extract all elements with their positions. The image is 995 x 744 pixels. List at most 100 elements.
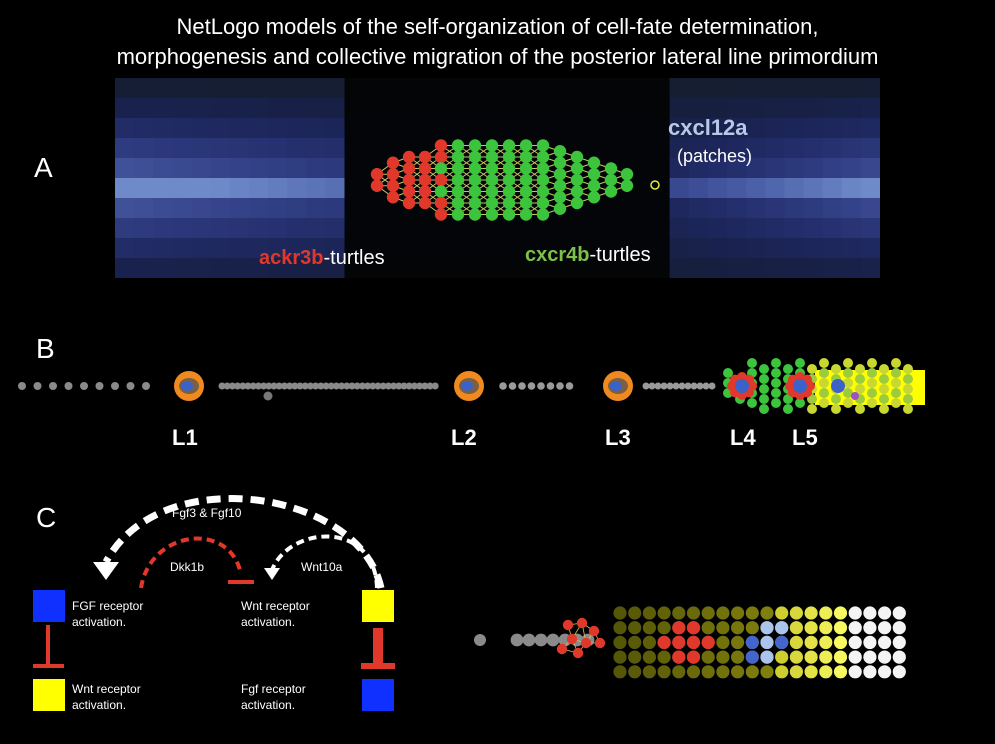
- ackr3b-turtle: [386, 191, 400, 204]
- gradient-patch: [554, 218, 575, 238]
- cxcr4b-turtles-label: cxcr4b-turtles: [525, 244, 651, 267]
- cxcr4b-turtle: [536, 196, 550, 210]
- gradient-patch: [363, 198, 384, 218]
- ackr3b-cell: [672, 621, 686, 635]
- gradient-patch: [650, 178, 671, 198]
- gradient-patch: [669, 178, 690, 198]
- gradient-patch: [210, 238, 231, 258]
- interneuromast-cell: [270, 382, 278, 390]
- primordium-cell: [771, 368, 781, 378]
- grid-patch-cell: [892, 606, 906, 620]
- gradient-patch: [344, 98, 365, 118]
- gradient-patch: [688, 78, 709, 98]
- interneuromast-cell: [95, 382, 104, 390]
- grid-patch-cell: [833, 621, 848, 635]
- title-line-2: morphogenesis and collective migration o…: [116, 44, 879, 69]
- interneuromast-cell: [260, 382, 268, 390]
- grid-patch-cell: [863, 665, 877, 679]
- gradient-patch: [707, 198, 728, 218]
- primordium-cell: [855, 374, 865, 384]
- gradient-patch: [306, 178, 326, 198]
- cxcr4b-turtle: [553, 191, 567, 204]
- ackr3b-suffix: -turtles: [323, 247, 385, 269]
- gradient-patch: [363, 78, 384, 98]
- gradient-patch: [688, 98, 709, 118]
- gradient-patch: [306, 98, 326, 118]
- gradient-patch: [593, 238, 613, 258]
- trailing-red-cell: [562, 619, 574, 631]
- gradient-patch: [115, 118, 135, 138]
- interneuromast-cell: [696, 382, 704, 390]
- gradient-patch: [860, 98, 880, 118]
- grid-patch-cell: [863, 650, 877, 664]
- gradient-patch: [382, 138, 403, 158]
- gradient-patch: [287, 198, 307, 218]
- interneuromast-cell: [556, 382, 564, 390]
- ackr3b-cell: [686, 650, 701, 664]
- gradient-patch: [134, 158, 154, 178]
- gradient-patch: [593, 218, 613, 238]
- primordium-cell: [855, 364, 865, 374]
- interneuromast-cell: [49, 382, 57, 390]
- gradient-patch: [153, 98, 173, 118]
- grid-patch-cell: [878, 606, 892, 620]
- gradient-patch: [516, 218, 537, 238]
- cxcr4b-turtle: [587, 168, 601, 181]
- primordium-cell: [891, 378, 901, 388]
- gradient-patch: [841, 218, 862, 238]
- gradient-patch: [803, 138, 824, 158]
- ackr3b-turtle: [386, 179, 400, 192]
- panel-c-signaling-diagram: [33, 495, 395, 711]
- gradient-patch: [650, 158, 671, 178]
- ackr3b-turtle: [370, 179, 384, 192]
- grid-patch-cell: [701, 650, 715, 664]
- grid-patch-cell: [745, 606, 759, 620]
- grid-patch-cell: [878, 635, 892, 649]
- ackr3b-turtle: [418, 196, 432, 210]
- gradient-patch: [421, 258, 441, 278]
- gradient-patch: [765, 138, 785, 158]
- primordium-cell: [759, 384, 769, 394]
- primordium-cell: [903, 364, 913, 374]
- fgf-arrowhead: [93, 562, 119, 580]
- gradient-patch: [459, 78, 479, 98]
- gradient-patch: [784, 118, 804, 138]
- gradient-patch: [765, 78, 785, 98]
- ackr3b-cell: [672, 635, 686, 649]
- gradient-patch: [191, 138, 212, 158]
- rosette-l4-center: [735, 379, 749, 393]
- gradient-patch: [688, 258, 709, 278]
- primordium-cell: [855, 384, 865, 394]
- grid-patch-cell: [848, 650, 862, 664]
- interneuromast-cell: [322, 382, 330, 390]
- gradient-patch: [191, 98, 212, 118]
- interneuromast-cell: [223, 382, 231, 390]
- gradient-patch: [784, 138, 804, 158]
- interneuromast-cell: [239, 382, 247, 390]
- interneuromast-cell: [280, 382, 288, 390]
- gradient-patch: [841, 198, 862, 218]
- ackr3b-turtle: [434, 150, 448, 164]
- interneuromast-cell: [546, 382, 555, 390]
- cxcr4b-turtle: [468, 162, 482, 175]
- primordium-cell: [771, 358, 781, 368]
- gradient-patch: [325, 158, 345, 178]
- grid-patch-cell: [613, 606, 627, 620]
- grid-patch-cell: [760, 665, 774, 679]
- mid-bottom-label: Fgf receptor activation.: [241, 682, 306, 712]
- interneuromast-cell: [702, 382, 710, 390]
- grid-patch-cell: [628, 635, 642, 649]
- gradient-patch: [325, 118, 345, 138]
- gradient-patch: [574, 98, 594, 118]
- primordium-cell: [867, 398, 877, 408]
- gradient-patch: [688, 118, 709, 138]
- gradient-patch: [841, 138, 862, 158]
- cxcr4b-turtle: [502, 185, 516, 198]
- interneuromast-cell: [374, 382, 382, 390]
- primordium-cell: [843, 398, 853, 408]
- label-l3: L3: [605, 425, 631, 450]
- panel-c-grid-simulation: [474, 606, 906, 679]
- grid-patch-cell: [716, 635, 730, 649]
- gradient-patch: [363, 238, 384, 258]
